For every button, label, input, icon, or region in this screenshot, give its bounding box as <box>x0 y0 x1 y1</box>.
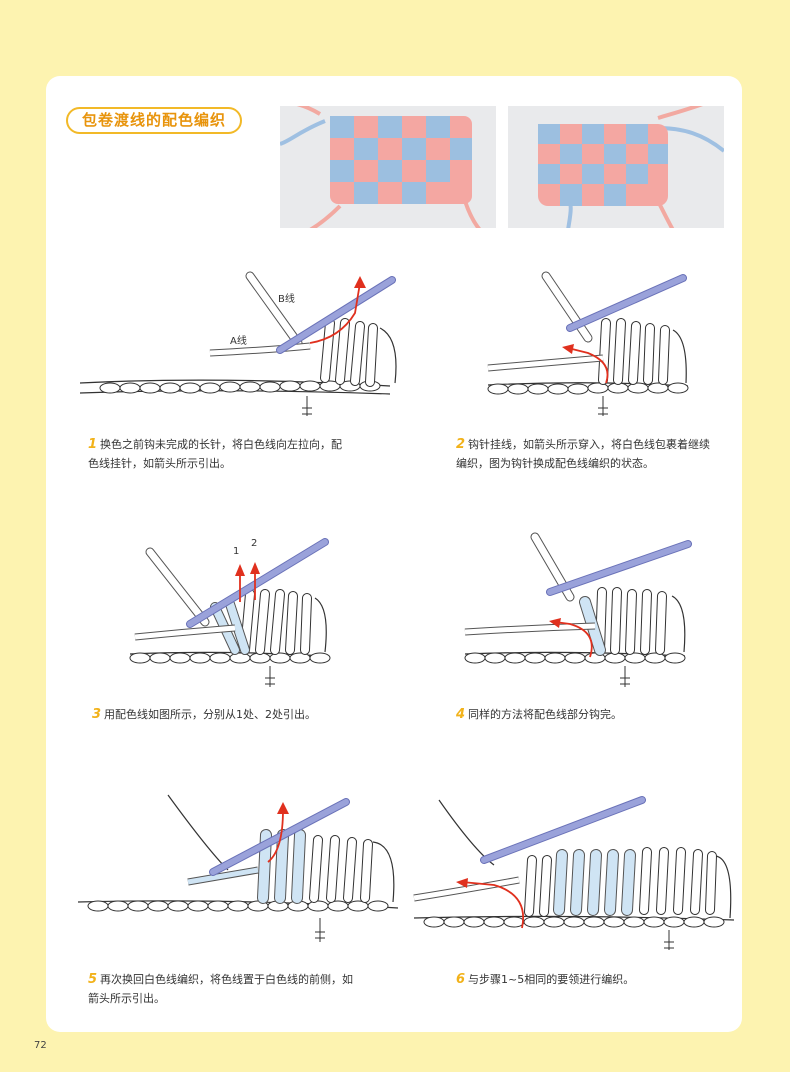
step-4-number: 4 <box>456 705 465 724</box>
swatch-photo-front <box>280 106 496 228</box>
step-5-number: 5 <box>88 970 97 989</box>
step-6-number: 6 <box>456 970 465 989</box>
page-number: 72 <box>34 1040 47 1051</box>
b-yarn-label: B线 <box>278 292 295 305</box>
point-2-label: 2 <box>251 538 257 549</box>
step-4-diagram <box>460 532 700 696</box>
step-2-diagram <box>478 268 708 432</box>
step-1-diagram: B线 A线 <box>70 268 410 432</box>
step-2-number: 2 <box>456 435 465 454</box>
step-6-diagram <box>404 790 744 954</box>
step-5-diagram <box>68 790 408 954</box>
step-3-diagram: 1 2 <box>125 532 345 696</box>
a-yarn-label: A线 <box>230 334 247 347</box>
step-1-number: 1 <box>88 435 97 454</box>
section-title: 包卷渡线的配色编织 <box>66 107 242 134</box>
step-3-number: 3 <box>92 705 101 724</box>
point-1-label: 1 <box>233 546 239 557</box>
swatch-photo-back <box>508 106 724 228</box>
